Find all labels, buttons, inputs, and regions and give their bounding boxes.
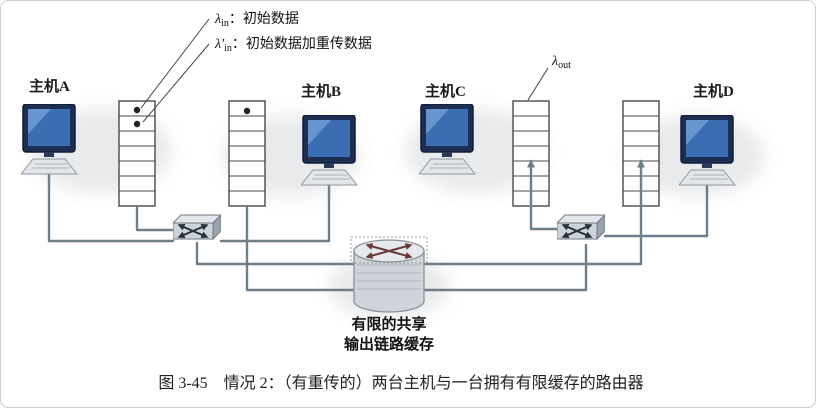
host-a-label: 主机A xyxy=(29,77,70,95)
link-hostd-to-right-switch xyxy=(603,183,709,238)
router-dotted-outline xyxy=(350,236,428,264)
left-switch-icon xyxy=(173,215,221,239)
router-cylinder-icon xyxy=(350,236,428,313)
host-b-computer-icon xyxy=(301,115,358,186)
leader-lambda-in xyxy=(140,18,210,109)
label-lambda-in-retx: λ′in：初始数据加重传数据 xyxy=(214,35,372,54)
host-b-queue xyxy=(228,100,266,207)
label-lambda-out: λout xyxy=(551,54,571,71)
host-d-computer-icon xyxy=(679,115,736,186)
packet-dot-queue-b xyxy=(243,107,251,115)
link-hosta-to-left-switch xyxy=(47,172,175,243)
host-c-label: 主机C xyxy=(425,82,466,100)
host-b-label: 主机B xyxy=(301,82,341,100)
host-c-computer-icon xyxy=(419,104,476,175)
router-label-line1: 有限的共享 xyxy=(351,315,426,333)
host-d-label: 主机D xyxy=(693,82,734,100)
host-a-queue xyxy=(118,100,156,207)
link-right-switch-to-queuec xyxy=(527,159,559,231)
right-switch-icon xyxy=(557,215,605,239)
link-hostb-to-left-switch xyxy=(219,183,331,243)
label-lambda-in: λin：初始数据 xyxy=(214,10,299,29)
router-crossed-arrows-icon xyxy=(365,243,413,259)
figure-caption: 图 3-45 情况 2：（有重传的）两台主机与一台拥有有限缓存的路由器 xyxy=(158,374,643,392)
leader-lambda-out xyxy=(527,67,549,101)
link-queuea-to-left-switch xyxy=(135,204,175,232)
host-a-computer-icon xyxy=(21,104,78,175)
packet-dot-queue-a-2 xyxy=(133,120,141,128)
router-label-line2: 输出链路缓存 xyxy=(344,335,434,353)
leader-lambda-in-retx xyxy=(142,43,210,123)
packet-dot-queue-a-1 xyxy=(133,106,141,114)
